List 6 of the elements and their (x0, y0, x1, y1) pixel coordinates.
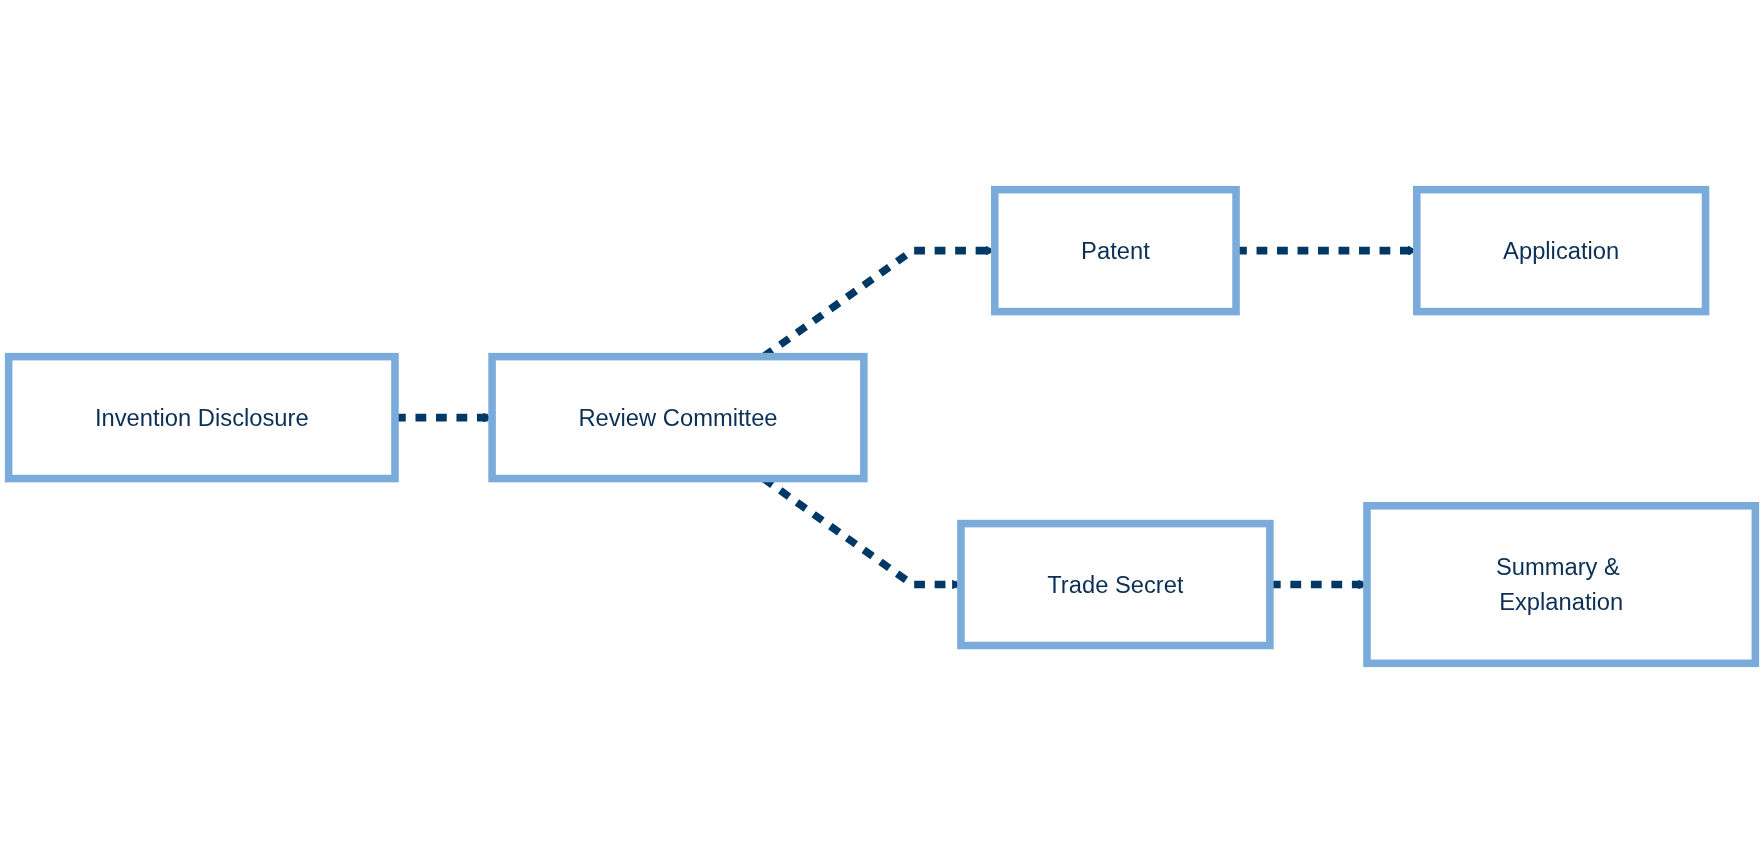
node-box: Summary & Explanation (1363, 502, 1760, 668)
node-box: Review Committee (488, 352, 868, 483)
node-box: Trade Secret (957, 519, 1274, 650)
node-box: Patent (991, 185, 1240, 316)
node-box: Application (1413, 185, 1710, 316)
node-box: Invention Disclosure (4, 352, 399, 483)
